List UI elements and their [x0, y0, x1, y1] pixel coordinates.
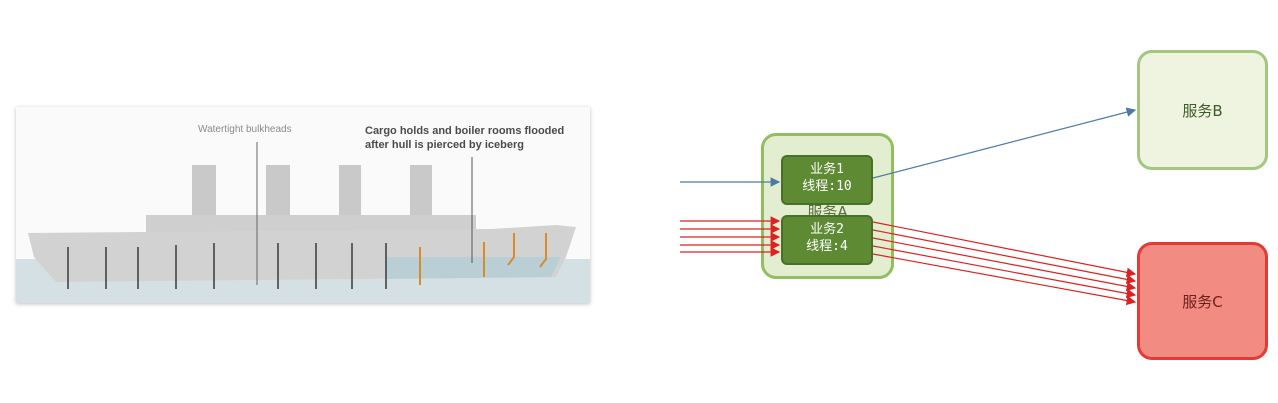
- arrow-to-service-c: [872, 237, 1137, 292]
- service-b-label: 服务B: [1182, 101, 1223, 120]
- bulkheads-label: Watertight bulkheads: [198, 124, 292, 135]
- business-2-name: 业务2: [810, 222, 844, 237]
- business-1-box: 业务1 线程:10: [781, 155, 873, 205]
- ship-illustration: [16, 107, 590, 303]
- arrow-to-service-c: [872, 253, 1137, 306]
- business-2-box: 业务2 线程:4: [781, 215, 873, 265]
- arrow-to-service-c: [872, 229, 1137, 285]
- business-1-threads: 线程:10: [802, 179, 852, 194]
- business-1-name: 业务1: [810, 162, 844, 177]
- flooded-label: Cargo holds and boiler rooms flooded aft…: [365, 125, 565, 151]
- service-c-box: 服务C: [1137, 242, 1268, 360]
- service-b-box: 服务B: [1137, 50, 1268, 170]
- business-2-threads: 线程:4: [806, 239, 848, 254]
- arrow-to-service-b: [872, 107, 1137, 179]
- service-c-label: 服务C: [1182, 292, 1223, 311]
- ship-drawing: [16, 142, 590, 303]
- arrow-to-service-c: [872, 221, 1137, 278]
- arrow-to-service-c: [872, 245, 1137, 299]
